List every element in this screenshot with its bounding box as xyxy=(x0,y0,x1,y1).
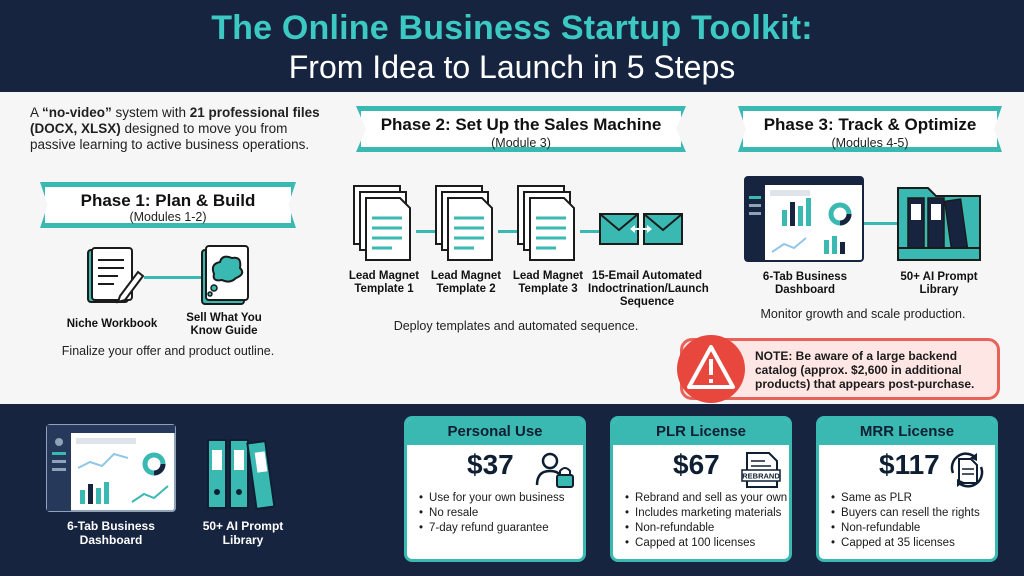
title-line-2: From Idea to Launch in 5 Steps xyxy=(288,49,736,85)
title-line-1: The Online Business Startup Toolkit: xyxy=(211,9,813,47)
plr-license-features: Rebrand and sell as your own Includes ma… xyxy=(625,491,787,551)
feature-item: Rebrand and sell as your own xyxy=(625,491,787,506)
dashboard-label: 6-Tab Business Dashboard xyxy=(762,271,848,296)
document-stack-icon xyxy=(435,185,493,261)
email-sequence-label: 15-Email Automated Indoctrination/Launch… xyxy=(588,270,709,308)
feature-item: Use for your own business xyxy=(419,491,565,506)
document-stack-icon xyxy=(517,185,575,261)
notebook-pencil-icon xyxy=(87,247,144,304)
phase-3-title: Phase 3: Track & Optimize xyxy=(763,115,977,134)
feature-item: Capped at 35 licenses xyxy=(831,536,980,551)
niche-workbook-label: Niche Workbook xyxy=(66,318,158,330)
mrr-license-features: Same as PLR Buyers can resell the rights… xyxy=(831,491,980,551)
mrr-license-title: MRR License xyxy=(819,419,995,445)
feature-item: Buyers can resell the rights xyxy=(831,506,980,521)
lead-magnet-2-label: Lead Magnet Template 2 xyxy=(430,270,502,295)
warning-note-text: NOTE: Be aware of a large backend catalo… xyxy=(755,349,975,391)
phase-1-caption: Finalize your offer and product outline. xyxy=(61,344,275,358)
bottom-ai-prompt-label: 50+ AI Prompt Library xyxy=(202,519,284,547)
sell-what-you-know-label: Sell What You Know Guide xyxy=(186,312,262,337)
mrr-license-card: MRR License $117 Same as PLR Buyers can … xyxy=(816,416,998,562)
plr-license-card: PLR License $67 REBRAND Rebrand and sell… xyxy=(610,416,792,562)
phase-3-caption: Monitor growth and scale production. xyxy=(760,307,966,321)
header: The Online Business Startup Toolkit: Fro… xyxy=(0,0,1024,92)
phase-2-caption: Deploy templates and automated sequence. xyxy=(393,319,639,333)
user-lock-icon xyxy=(535,452,574,488)
phase-1-banner: Phase 1: Plan & Build xyxy=(40,182,296,228)
personal-use-title: Personal Use xyxy=(407,419,583,445)
feature-item: Non-refundable xyxy=(625,521,787,536)
phase-3-banner: Phase 3: Track & Optimize xyxy=(738,106,1002,152)
phase-3-modules: (Modules 4-5) xyxy=(831,136,909,150)
personal-use-price: $37 xyxy=(467,449,514,480)
feature-item: Same as PLR xyxy=(831,491,980,506)
document-stack-icon xyxy=(353,185,411,261)
lead-magnet-3-label: Lead Magnet Template 3 xyxy=(512,270,584,295)
binders-icon xyxy=(207,439,276,511)
dashboard-icon xyxy=(46,424,176,512)
binders-folder-icon xyxy=(897,187,981,261)
feature-item: Non-refundable xyxy=(831,521,980,536)
warning-circle xyxy=(677,335,745,403)
intro-text: A “no-video” system with 21 professional… xyxy=(30,105,320,152)
phase-2-title: Phase 2: Set Up the Sales Machine xyxy=(380,115,662,134)
phase-2-modules: (Module 3) xyxy=(491,136,551,150)
phase-2-connector-1 xyxy=(416,230,436,233)
plr-license-title: PLR License xyxy=(613,419,789,445)
phase-1-title: Phase 1: Plan & Build xyxy=(80,191,256,210)
email-envelopes-icon xyxy=(599,213,683,245)
phase-1-connector xyxy=(144,276,202,279)
svg-text:REBRAND: REBRAND xyxy=(742,472,780,481)
warning-note: NOTE: Be aware of a large backend catalo… xyxy=(677,335,1000,403)
feature-item: Includes marketing materials xyxy=(625,506,787,521)
phase-3-connector xyxy=(864,222,900,225)
plr-license-price: $67 xyxy=(673,449,720,480)
phase-1-modules: (Modules 1-2) xyxy=(129,210,207,224)
personal-use-features: Use for your own business No resale 7-da… xyxy=(419,491,565,536)
mrr-license-price: $117 xyxy=(879,449,940,480)
rebrand-icon: REBRAND xyxy=(741,452,781,488)
warning-icon xyxy=(687,345,735,389)
thought-bubble-doc-icon xyxy=(201,245,249,305)
phase-2-connector-2 xyxy=(498,230,518,233)
dashboard-icon xyxy=(744,176,864,262)
feature-item: No resale xyxy=(419,506,565,521)
feature-item: Capped at 100 licenses xyxy=(625,536,787,551)
phase-2-connector-3 xyxy=(580,230,600,233)
personal-use-card: Personal Use $37 Use for your own busine… xyxy=(404,416,586,562)
document-refresh-icon xyxy=(950,452,984,488)
ai-prompt-library-label: 50+ AI Prompt Library xyxy=(900,271,978,296)
bottom-dashboard-label: 6-Tab Business Dashboard xyxy=(67,519,155,547)
feature-item: 7-day refund guarantee xyxy=(419,521,565,536)
lead-magnet-1-label: Lead Magnet Template 1 xyxy=(348,270,420,295)
